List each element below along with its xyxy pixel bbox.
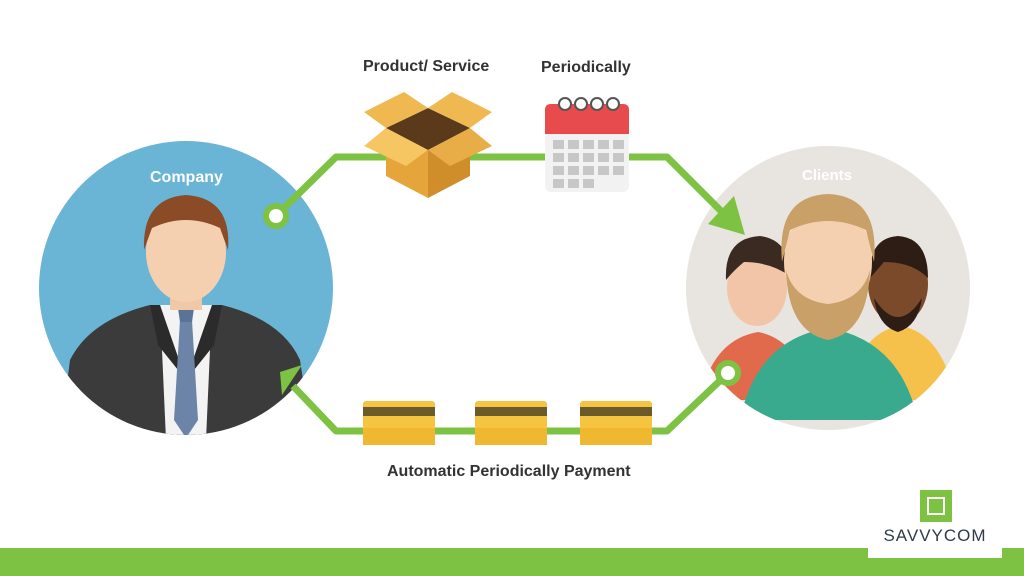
top-flow-start-dot [263, 203, 289, 229]
payment-label: Automatic Periodically Payment [387, 463, 631, 480]
clients-label: Clients [802, 167, 853, 184]
periodically-label: Periodically [541, 59, 631, 76]
clients-group-icon [700, 194, 956, 420]
bottom-flow-arrowhead [280, 365, 302, 395]
clients-node [686, 146, 970, 430]
credit-card-icon [580, 401, 652, 445]
savvycom-logo: SAVVYCOM [868, 480, 1002, 558]
top-flow-line [274, 153, 735, 225]
credit-card-icon [363, 401, 435, 445]
company-label: Company [150, 169, 223, 186]
box-icon [364, 92, 492, 198]
logo-mark-icon [920, 490, 952, 522]
footer-bar [0, 548, 1024, 576]
product-service-label: Product/ Service [363, 58, 490, 75]
credit-card-icon [475, 401, 547, 445]
top-flow-arrowhead [708, 196, 745, 235]
calendar-icon [545, 97, 629, 192]
company-node [39, 141, 333, 435]
company-person-icon [60, 195, 312, 435]
bottom-flow-start-dot [715, 360, 741, 386]
logo-text: SAVVYCOM [883, 526, 987, 545]
